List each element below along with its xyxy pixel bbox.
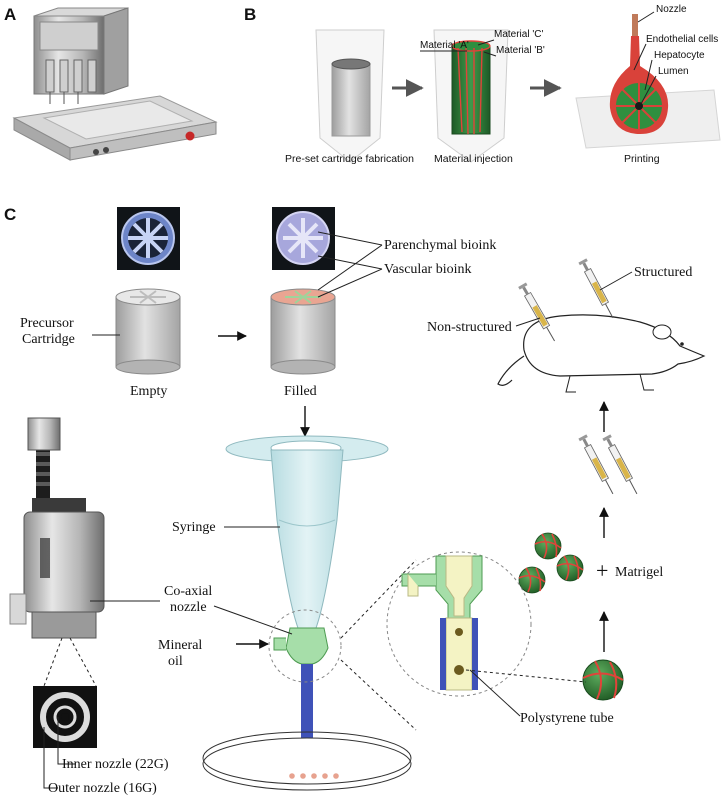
nozzle-detail-section: [401, 555, 483, 691]
leader-parenchymal-1: [317, 231, 383, 246]
syringe-pair-b: [601, 433, 642, 497]
empty-cartridge-cylinder: [115, 288, 181, 375]
caption-preset-cartridge: Pre-set cartridge fabrication: [285, 153, 414, 165]
zoom-line-right: [69, 637, 97, 687]
label-material-a: Material 'A': [420, 40, 469, 51]
label-material-b: Material 'B': [496, 45, 545, 56]
label-outer-nozzle: Outer nozzle (16G): [48, 781, 157, 796]
panel-label-b: B: [244, 5, 256, 24]
leader-inner-nozzle: [57, 717, 76, 765]
label-hepatocyte: Hepatocyte: [654, 50, 705, 61]
leader-endothelial: [633, 43, 647, 71]
filled-cartridge-topview: [272, 207, 335, 270]
label-nozzle: Nozzle: [656, 4, 687, 15]
label-lumen: Lumen: [658, 66, 689, 77]
label-inner-nozzle: Inner nozzle (22G): [62, 757, 169, 772]
label-matrigel: Matrigel: [615, 565, 663, 580]
zoom-circle-nozzle: [268, 609, 342, 683]
label-coaxial-line1: Co-axial: [164, 584, 212, 599]
leader-coaxial-diagram: [213, 605, 293, 635]
label-polystyrene-tube: Polystyrene tube: [520, 711, 614, 726]
leader-vascular-1: [317, 255, 383, 270]
caption-printing: Printing: [624, 153, 660, 165]
label-structured: Structured: [634, 265, 692, 280]
printing-scene: [575, 14, 721, 149]
filled-cartridge-cylinder: [270, 288, 336, 375]
bead-1: [534, 532, 562, 560]
leader-structured: [599, 271, 633, 291]
panel-label-a: A: [4, 5, 16, 24]
caption-empty: Empty: [130, 384, 167, 399]
label-mineral-line2: oil: [168, 654, 183, 669]
label-syringe: Syringe: [172, 520, 216, 535]
syringe-barrel: [225, 435, 389, 629]
leader-polystyrene: [469, 669, 521, 717]
syringe-structured: [577, 257, 618, 321]
zoom-line-left: [43, 637, 63, 687]
leader-material-b: [483, 51, 497, 57]
label-cartridge: Cartridge: [22, 332, 75, 347]
zoom-line-bottom: [340, 659, 417, 731]
leader-hepatocyte: [644, 59, 653, 91]
empty-cartridge-tube: [315, 29, 385, 163]
empty-cartridge-topview: [117, 207, 180, 270]
bead-3: [518, 566, 546, 594]
caption-filled: Filled: [284, 384, 317, 399]
leader-vascular-2: [317, 268, 383, 298]
label-parenchymal-bioink: Parenchymal bioink: [384, 238, 496, 253]
panel-label-c: C: [4, 205, 16, 224]
coaxial-nozzle-photo: [9, 417, 105, 639]
leader-material-c: [477, 39, 495, 46]
label-vascular-bioink: Vascular bioink: [384, 262, 471, 277]
leader-lumen: [640, 75, 657, 105]
bead-2: [556, 554, 584, 582]
leader-parenchymal-2: [317, 244, 383, 291]
printed-bead-large: [582, 659, 624, 701]
injected-cartridge-tube: [433, 29, 509, 163]
leader-outer-nozzle: [43, 727, 58, 789]
zoom-line-to-bead: [465, 669, 587, 683]
label-non-structured: Non-structured: [427, 320, 512, 335]
coaxial-nozzle-diagram: [273, 627, 329, 756]
caption-material-injection: Material injection: [434, 153, 513, 165]
label-precursor: Precursor: [20, 316, 74, 331]
petri-dish: [202, 731, 412, 791]
nozzle-cross-section-photo: [33, 686, 97, 748]
label-material-c: Material 'C': [494, 29, 543, 40]
label-endothelial-cells: Endothelial cells: [646, 34, 718, 45]
label-coaxial-line2: nozzle: [170, 600, 207, 615]
bioprinter-machine-illustration: [12, 7, 218, 161]
leader-non-structured: [515, 317, 541, 327]
label-mineral-line1: Mineral: [158, 638, 202, 653]
zoom-line-top: [340, 559, 417, 639]
leader-nozzle: [637, 11, 655, 23]
plus-sign: +: [596, 558, 608, 583]
mouse-illustration: [497, 314, 706, 393]
